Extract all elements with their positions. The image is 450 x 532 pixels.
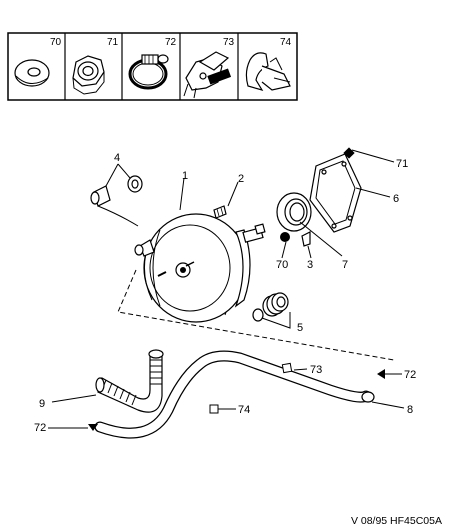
pipe-clip-icon (183, 51, 232, 99)
hose-elbow-item-9 (95, 349, 164, 413)
key-number-73: 73 (223, 37, 235, 48)
callout-72-right: 72 (404, 369, 416, 381)
callout-6: 6 (393, 193, 399, 205)
hose-clip-icon (128, 54, 169, 90)
reference-code: V 08/95 HF45C05A (351, 515, 442, 527)
callout-3: 3 (307, 259, 313, 271)
callout-7: 7 (342, 259, 348, 271)
marker-72-left (88, 424, 98, 431)
key-number-71: 71 (107, 37, 119, 48)
washer-icon (14, 59, 50, 87)
assembly-dashed-outline (117, 269, 395, 361)
vacuum-hose (94, 350, 375, 439)
key-number-72: 72 (165, 37, 177, 48)
callout-74: 74 (238, 404, 250, 416)
callout-1: 1 (182, 170, 188, 182)
key-number-70: 70 (50, 37, 62, 48)
callout-4: 4 (114, 152, 120, 164)
clip-item-3 (301, 231, 311, 247)
callout-72-left: 72 (34, 422, 46, 434)
callout-71: 71 (396, 158, 408, 170)
leader-lines (48, 149, 405, 429)
key-panel: 70 71 72 73 74 (7, 32, 298, 101)
gasket-plate-item-6 (309, 153, 362, 233)
callout-5: 5 (297, 322, 303, 334)
callout-70: 70 (276, 259, 288, 271)
marker-74 (209, 404, 219, 414)
seals-item-5 (252, 292, 289, 322)
fittings-item-4 (90, 175, 143, 227)
seal-ring-item-7 (276, 192, 312, 232)
screw-item-2 (213, 205, 227, 219)
key-number-74: 74 (280, 37, 292, 48)
callout-73: 73 (310, 364, 322, 376)
marker-73 (281, 362, 293, 374)
marker-72-right (377, 369, 385, 379)
marker-71 (343, 147, 355, 159)
callout-2: 2 (238, 173, 244, 185)
nut-icon (72, 55, 105, 95)
callout-9: 9 (39, 398, 45, 410)
bracket-clip-icon (245, 52, 291, 91)
brake-booster-servo (134, 213, 266, 323)
callout-8: 8 (407, 404, 413, 416)
washer-item-70 (280, 232, 290, 242)
